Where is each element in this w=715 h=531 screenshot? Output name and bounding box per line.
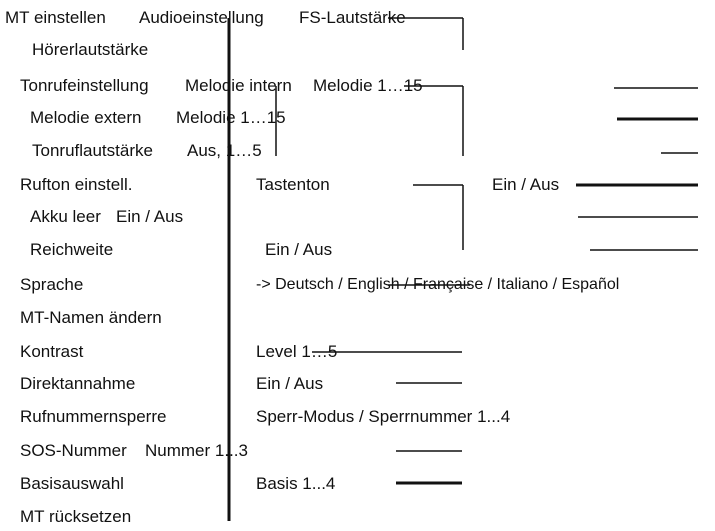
label-tonrufeinstellung: Tonrufeinstellung [20, 76, 149, 95]
label-rufton-einstell: Rufton einstell. [20, 175, 133, 194]
label-kontrast-value: Level 1…5 [256, 342, 338, 361]
label-direktannahme: Direktannahme [20, 374, 136, 393]
label-melodie-intern: Melodie intern [185, 76, 292, 95]
label-rufnummernsperre: Rufnummernsperre [20, 407, 167, 426]
label-akku-leer: Akku leer [30, 207, 101, 226]
label-sos-nummer: SOS-Nummer [20, 441, 127, 460]
label-tonruflautstaerke: Tonruflautstärke [32, 141, 153, 160]
label-mt-ruecksetzen: MT rücksetzen [20, 507, 132, 526]
label-basisauswahl-value: Basis 1...4 [256, 474, 336, 493]
label-basisauswahl: Basisauswahl [20, 474, 124, 493]
label-audioeinstellung: Audioeinstellung [139, 8, 264, 27]
label-reichweite: Reichweite [30, 240, 114, 259]
label-rufnummernsperre-value: Sperr-Modus / Sperrnummer 1...4 [256, 407, 511, 426]
label-melodie-intern-range: Melodie 1…15 [313, 76, 423, 95]
label-sprache-value: -> Deutsch / English / Française / Itali… [256, 276, 620, 293]
label-melodie-extern: Melodie extern [30, 108, 142, 127]
label-mt-einstellen: MT einstellen [5, 8, 106, 27]
label-tonruflautstaerke-range: Aus, 1…5 [187, 141, 262, 160]
label-kontrast: Kontrast [20, 342, 84, 361]
label-akku-leer-value: Ein / Aus [116, 207, 184, 226]
label-sprache: Sprache [20, 275, 84, 294]
label-melodie-extern-range: Melodie 1…15 [176, 108, 286, 127]
label-hoererlautstaerke: Hörerlautstärke [32, 40, 149, 59]
label-direktannahme-value: Ein / Aus [256, 374, 324, 393]
label-sos-nummer-value: Nummer 1...3 [145, 441, 248, 460]
label-reichweite-value: Ein / Aus [265, 240, 333, 259]
label-fs-lautstaerke: FS-Lautstärke [299, 8, 406, 27]
label-mt-namen: MT-Namen ändern [20, 308, 162, 327]
label-tastenton: Tastenton [256, 175, 330, 194]
label-tastenton-value: Ein / Aus [492, 175, 560, 194]
